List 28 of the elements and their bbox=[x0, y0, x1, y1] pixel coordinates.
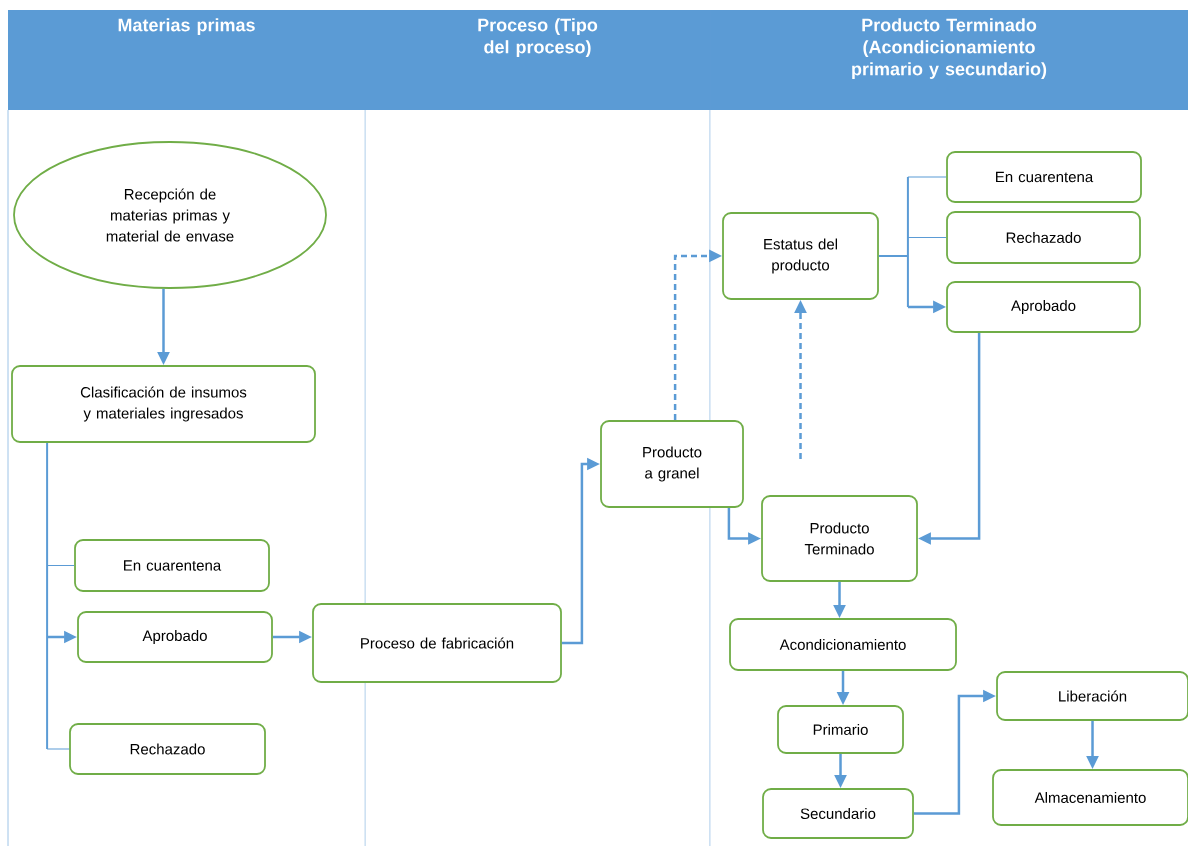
process-box: Primario bbox=[777, 705, 904, 754]
node-label: Producto Terminado (Acondicionamiento primario y secundario) bbox=[852, 18, 1047, 79]
connector-line bbox=[877, 176, 909, 308]
connector-line bbox=[46, 565, 75, 566]
connector-line bbox=[907, 237, 947, 238]
process-box: Proceso de fabricación bbox=[312, 603, 562, 683]
lane-header: Proceso (Tipo del proceso) bbox=[365, 10, 710, 110]
process-box: Aprobado bbox=[946, 281, 1141, 333]
node-label: Proceso (Tipo del proceso) bbox=[478, 18, 598, 57]
process-box: Liberación bbox=[996, 671, 1188, 721]
process-box: Almacenamiento bbox=[992, 769, 1188, 826]
lane-header: Producto Terminado (Acondicionamiento primario y secundario) bbox=[710, 10, 1188, 110]
process-box: Acondicionamiento bbox=[729, 618, 957, 671]
process-box: Aprobado bbox=[77, 611, 273, 663]
connector-line bbox=[907, 176, 947, 178]
process-box: Producto Terminado bbox=[761, 495, 918, 582]
node-label: Materias primas bbox=[118, 18, 255, 35]
process-box: Rechazado bbox=[946, 211, 1141, 264]
process-box: Producto a granel bbox=[600, 420, 744, 508]
process-box: En cuarentena bbox=[74, 539, 270, 592]
lane-header: Materias primas bbox=[8, 10, 365, 110]
connector-line bbox=[46, 441, 49, 750]
connector-line bbox=[46, 748, 70, 750]
process-box: Clasificación de insumos y materiales ingresados bbox=[11, 365, 316, 443]
process-box: En cuarentena bbox=[946, 151, 1142, 203]
process-box: Rechazado bbox=[69, 723, 266, 775]
process-box: Secundario bbox=[762, 788, 914, 839]
process-box: Estatus del producto bbox=[722, 212, 879, 300]
